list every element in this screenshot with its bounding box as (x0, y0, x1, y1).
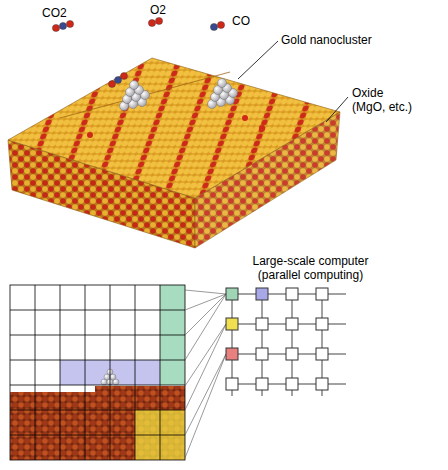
processor-node (226, 288, 328, 390)
oxide-top-face (8, 58, 340, 198)
grid-lines (10, 285, 185, 460)
surface-oxygen (87, 115, 265, 138)
network-links (232, 294, 346, 396)
molecule-label: CO2 (42, 6, 67, 20)
gold-nanocluster (120, 81, 150, 111)
molecule-label: O2 (150, 3, 166, 17)
surface-step (60, 72, 230, 118)
part-label: Large-scale computer (parallel computing… (248, 254, 373, 282)
adsorbed-molecule (109, 73, 128, 88)
part-label: Gold nanocluster (281, 33, 372, 47)
leader-line (238, 41, 278, 79)
gold-nanocluster (208, 79, 238, 109)
leader-line (326, 97, 348, 122)
mapping-lines (185, 290, 226, 458)
part-label: Oxide (MgO, etc.) (352, 86, 416, 114)
co2-molecule (52, 20, 73, 31)
oxide-cross-section (10, 386, 185, 460)
o2-molecule (148, 17, 162, 26)
molecule-label: CO (232, 14, 250, 28)
co-molecule (210, 21, 224, 30)
